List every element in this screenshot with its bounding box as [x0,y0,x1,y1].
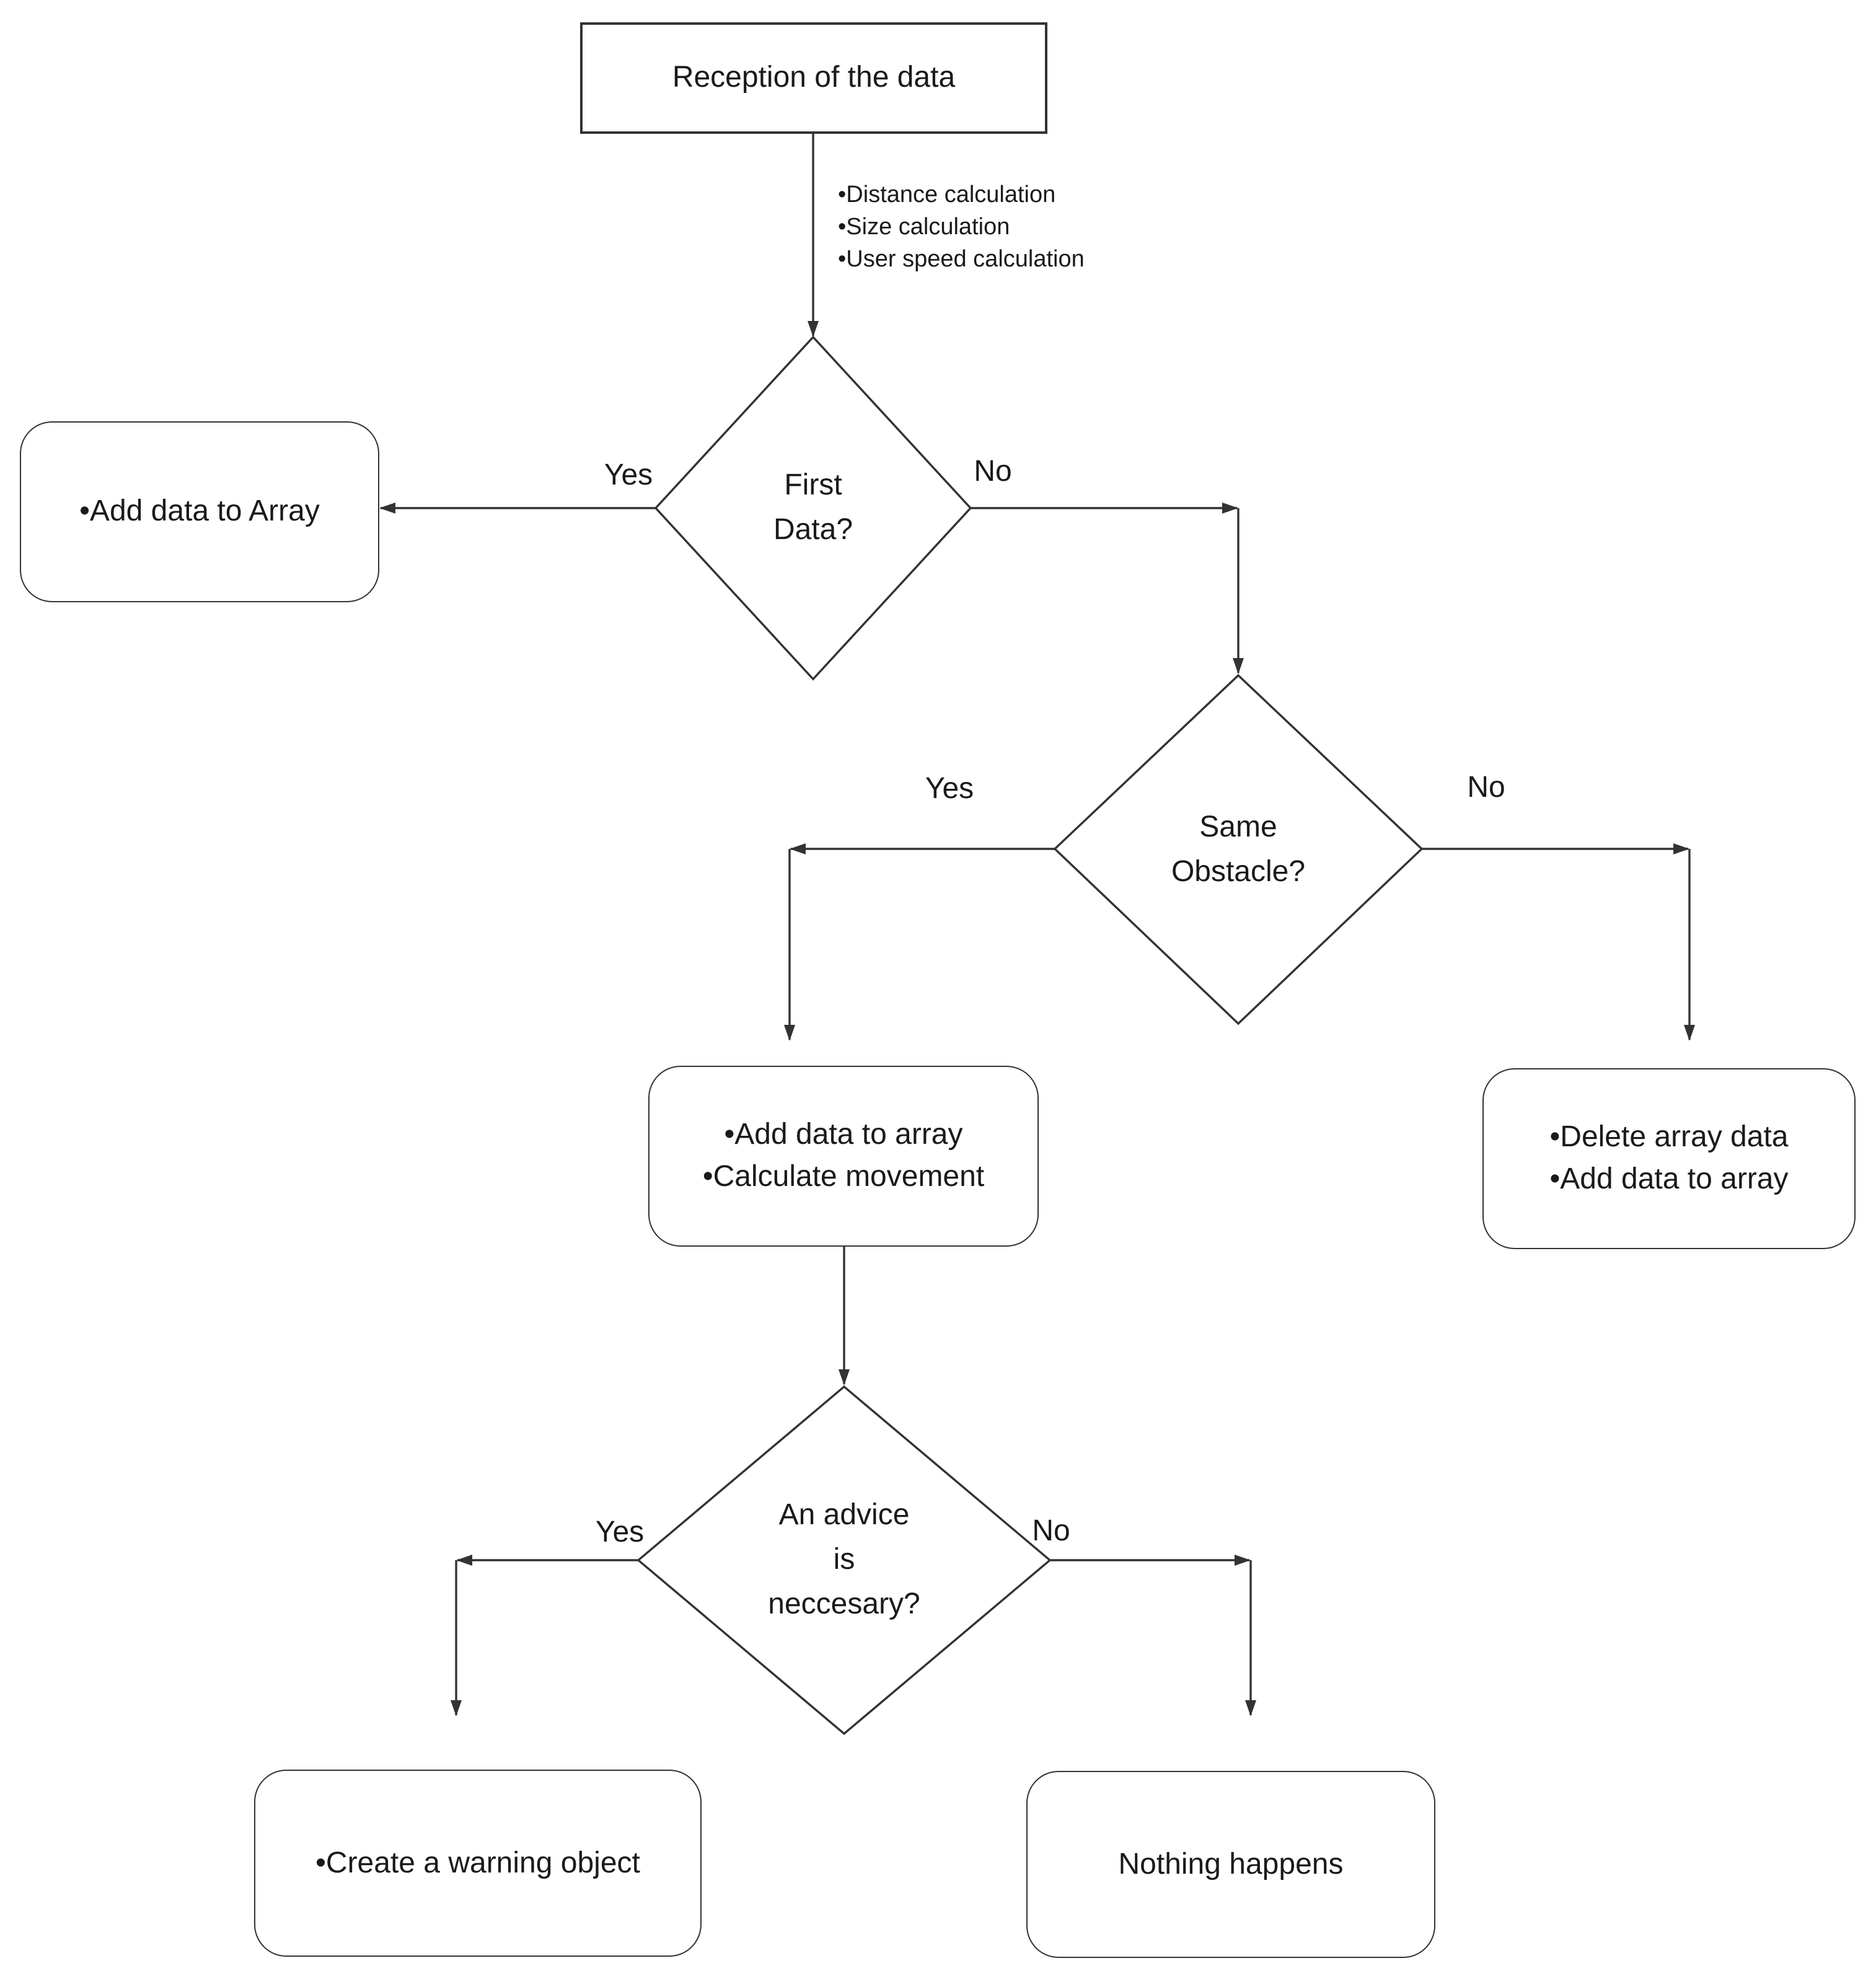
box-nothing-happens: Nothing happens [1026,1771,1435,1958]
advice-no-label: No [1032,1514,1070,1548]
start-box-label: Reception of the data [672,61,956,94]
decision-first-data-shape [654,335,972,681]
box-add-data-to-array: •Add data to Array [20,421,379,602]
box-create-warning: •Create a warning object [254,1770,702,1957]
same-obstacle-yes-label: Yes [925,772,974,805]
decision-same-obstacle-shape [1053,674,1424,1025]
box-delete-add: •Delete array data •Add data to array [1482,1068,1856,1249]
calc-annotation-item: •Size calculation [838,214,1010,240]
start-box: Reception of the data [580,22,1047,134]
box-add-calculate: •Add data to array •Calculate movement [648,1066,1039,1247]
same-obstacle-no-label: No [1467,771,1505,804]
advice-yes-label: Yes [595,1516,645,1549]
calc-annotation-item: •Distance calculation [838,182,1056,208]
first-data-yes-label: Yes [604,459,653,492]
decision-advice-shape [636,1385,1052,1736]
calc-annotation-item: •User speed calculation [838,247,1085,273]
calc-annotation: •Distance calculation •Size calculation … [838,180,1085,276]
first-data-no-label: No [974,455,1012,488]
